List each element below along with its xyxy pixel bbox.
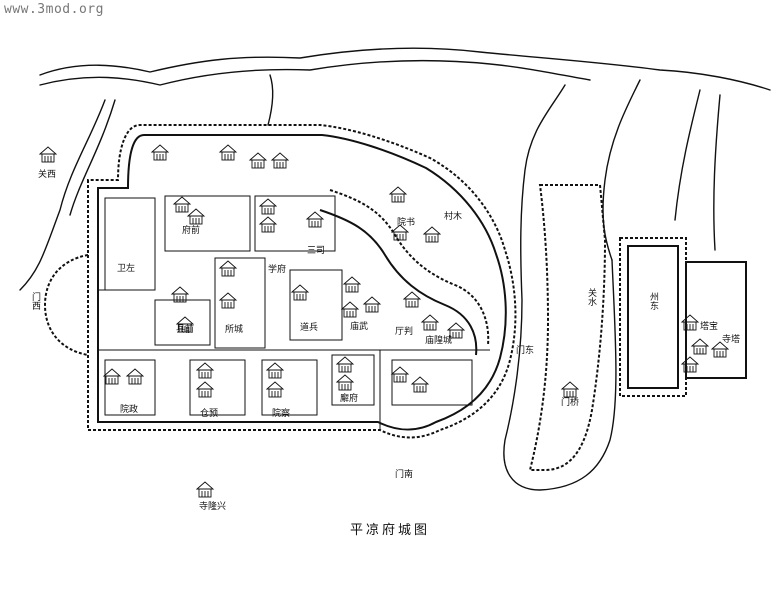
building-icon xyxy=(680,314,700,331)
label-military: 所城 xyxy=(225,325,244,335)
building-icon xyxy=(680,356,700,373)
building-icon xyxy=(265,362,285,379)
label-temple-south: 寺隆兴 xyxy=(199,502,227,512)
map-caption: 平凉府城图 xyxy=(349,523,430,538)
label-prefecture: 州东 xyxy=(648,292,658,310)
block-s3 xyxy=(331,354,375,406)
building-icon xyxy=(218,260,238,277)
river-east-2 xyxy=(602,79,641,261)
building-icon xyxy=(270,152,290,169)
river-east-4 xyxy=(713,94,721,251)
label-ancestral: 庙武 xyxy=(350,322,369,332)
east-annex xyxy=(685,261,747,379)
stream-west-2 xyxy=(69,99,116,216)
east-city xyxy=(619,237,687,397)
label-bridge: 门桥 xyxy=(561,398,580,408)
building-icon xyxy=(388,186,408,203)
stream-west xyxy=(19,99,106,291)
building-icon xyxy=(446,322,466,339)
east-long-wall xyxy=(528,184,607,471)
block-c xyxy=(289,269,343,341)
building-icon xyxy=(420,314,440,331)
city-wall-inner xyxy=(97,134,507,431)
building-icon xyxy=(335,374,355,391)
label-county: 县前 xyxy=(176,325,195,335)
building-icon xyxy=(390,366,410,383)
label-examination: 院察 xyxy=(272,409,291,419)
building-icon xyxy=(362,296,382,313)
stream-north xyxy=(267,74,274,126)
label-west-pass: 关西 xyxy=(38,170,57,180)
building-icon xyxy=(305,211,325,228)
block-b xyxy=(214,257,266,349)
block-sw xyxy=(104,359,156,416)
building-icon xyxy=(195,362,215,379)
west-gate-arc xyxy=(43,254,89,356)
label-three-dept: 三司 xyxy=(307,246,326,256)
label-east-gate: 门东 xyxy=(516,346,535,356)
label-village: 村木 xyxy=(444,212,463,222)
label-tower: 塔宝 xyxy=(700,322,719,332)
label-west-gate: 门西 xyxy=(30,292,40,310)
building-icon xyxy=(195,481,215,498)
building-icon xyxy=(248,152,268,169)
building-icon xyxy=(340,301,360,318)
label-government: 府前 xyxy=(182,226,201,236)
city-wall-outer xyxy=(87,124,517,439)
building-icon xyxy=(38,146,58,163)
label-commander: 道兵 xyxy=(300,323,319,333)
block-s1 xyxy=(189,359,246,416)
building-icon xyxy=(422,226,442,243)
label-inspector: 厅判 xyxy=(395,327,414,337)
label-temple: 学府 xyxy=(268,265,287,275)
block-a xyxy=(254,195,336,252)
building-icon xyxy=(258,198,278,215)
block-s2 xyxy=(261,359,318,416)
label-chenghuang: 庙隍城 xyxy=(425,336,453,346)
building-icon xyxy=(102,368,122,385)
building-icon xyxy=(710,341,730,358)
block-d xyxy=(154,299,211,346)
building-icon xyxy=(335,356,355,373)
east-city-inner xyxy=(627,245,679,389)
label-pagoda: 寺塔 xyxy=(722,335,741,345)
building-icon xyxy=(195,381,215,398)
building-icon xyxy=(410,376,430,393)
river-east xyxy=(503,84,617,491)
building-icon xyxy=(150,144,170,161)
inner-wall-2 xyxy=(319,209,478,356)
building-icon xyxy=(186,208,206,225)
river-east-3 xyxy=(674,89,701,221)
label-commissioner: 院政 xyxy=(120,405,139,415)
river-north xyxy=(39,47,771,91)
building-icon xyxy=(172,196,192,213)
label-south-gate: 门南 xyxy=(395,470,414,480)
building-icon xyxy=(258,216,278,233)
building-icon xyxy=(290,284,310,301)
building-icon xyxy=(218,144,238,161)
building-icon xyxy=(218,292,238,309)
block-government xyxy=(164,195,251,252)
label-left-garrison: 卫左 xyxy=(117,264,136,274)
building-icon xyxy=(390,224,410,241)
label-store: 仓预 xyxy=(200,409,219,419)
watermark: www.3mod.org xyxy=(4,2,104,17)
building-icon xyxy=(560,381,580,398)
building-icon xyxy=(170,286,190,303)
building-icon xyxy=(265,381,285,398)
building-icon xyxy=(690,338,710,355)
label-hall: 廨府 xyxy=(340,394,359,404)
inner-wall xyxy=(329,189,490,346)
building-icon xyxy=(125,368,145,385)
block-nw xyxy=(104,197,156,291)
block-s4 xyxy=(391,359,473,406)
river-north-2 xyxy=(39,59,591,86)
label-water-gate: 关水 xyxy=(586,288,596,306)
label-academy: 院书 xyxy=(397,218,416,228)
building-icon xyxy=(402,291,422,308)
building-icon xyxy=(175,316,195,333)
building-icon xyxy=(342,276,362,293)
